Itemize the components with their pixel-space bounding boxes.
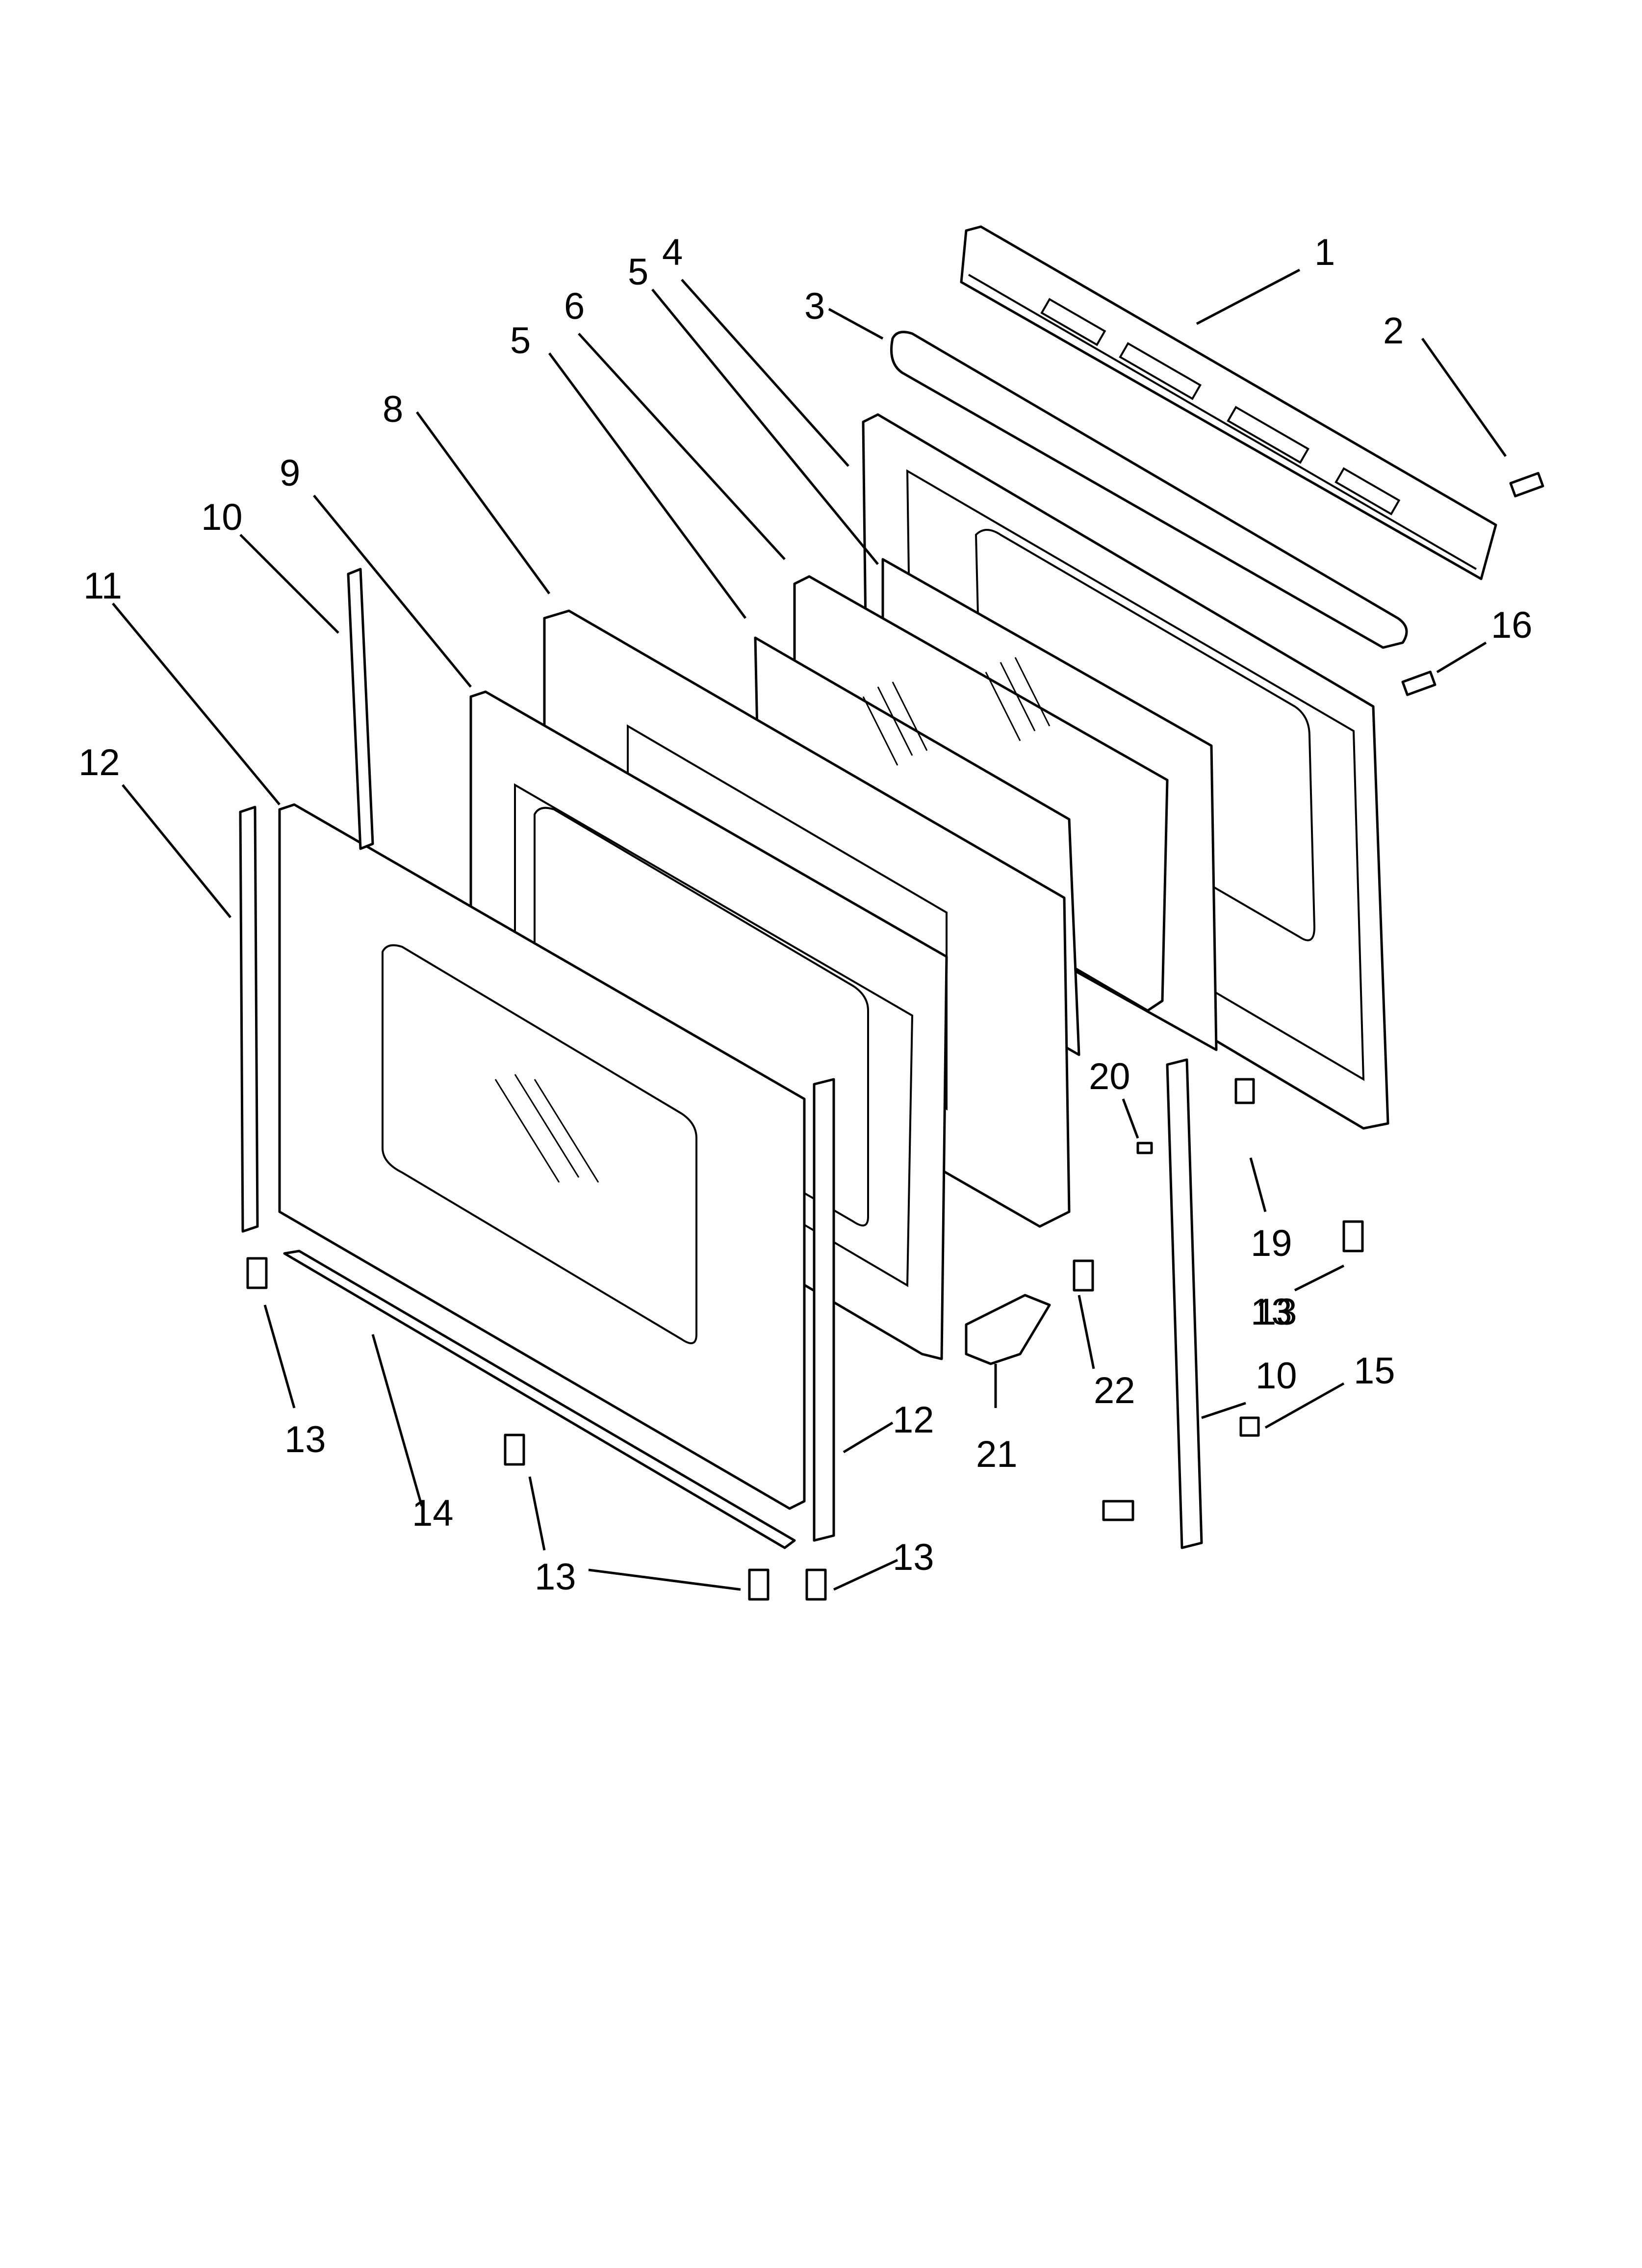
callout-6: 6 (564, 286, 585, 327)
callout-9: 9 (280, 452, 300, 494)
callout-2: 2 (1383, 310, 1404, 352)
part-screws (246, 471, 1544, 1601)
callout-13-bottom-right: 13 (893, 1537, 934, 1578)
callout-10-right: 10 (1256, 1355, 1297, 1397)
callout-13-bottom: 13 (535, 1556, 576, 1598)
callout-13-hinge: 13 (1256, 1291, 1297, 1333)
part-bracket (965, 1294, 1051, 1365)
part-side-trim-left (239, 806, 259, 1233)
callout-13-right-top: 13 (1251, 1291, 1292, 1333)
callout-4: 4 (662, 232, 683, 273)
part-hinge-channel-right (1166, 1058, 1203, 1549)
callout-16: 16 (1491, 604, 1533, 646)
callout-14: 14 (412, 1492, 454, 1534)
callout-1: 1 (1314, 232, 1335, 273)
callout-12-right: 12 (893, 1399, 934, 1441)
part-bottom-trim (283, 1250, 796, 1549)
part-outer-door (278, 803, 806, 1510)
part-vent-trim (960, 225, 1497, 580)
callout-12-left: 12 (78, 742, 120, 783)
callout-10-left: 10 (201, 496, 243, 538)
part-side-trim-right (813, 1078, 835, 1542)
callout-5b: 5 (510, 320, 531, 362)
callout-3: 3 (804, 286, 825, 327)
callout-20: 20 (1089, 1056, 1130, 1097)
callout-11: 11 (83, 565, 122, 607)
callout-19: 19 (1251, 1223, 1292, 1264)
leader-lines (112, 268, 1507, 1591)
part-hinge-channel-left (347, 568, 374, 850)
callout-8: 8 (383, 389, 403, 430)
callout-labels: 1 2 3 4 5 5 6 8 9 10 11 12 13 16 20 19 1… (78, 232, 1533, 1598)
callout-22: 22 (1094, 1370, 1135, 1411)
callout-13-left: 13 (284, 1419, 326, 1460)
callout-21: 21 (976, 1434, 1018, 1475)
part-handle (890, 331, 1408, 649)
callout-5a: 5 (628, 251, 648, 293)
callout-15: 15 (1354, 1350, 1395, 1392)
